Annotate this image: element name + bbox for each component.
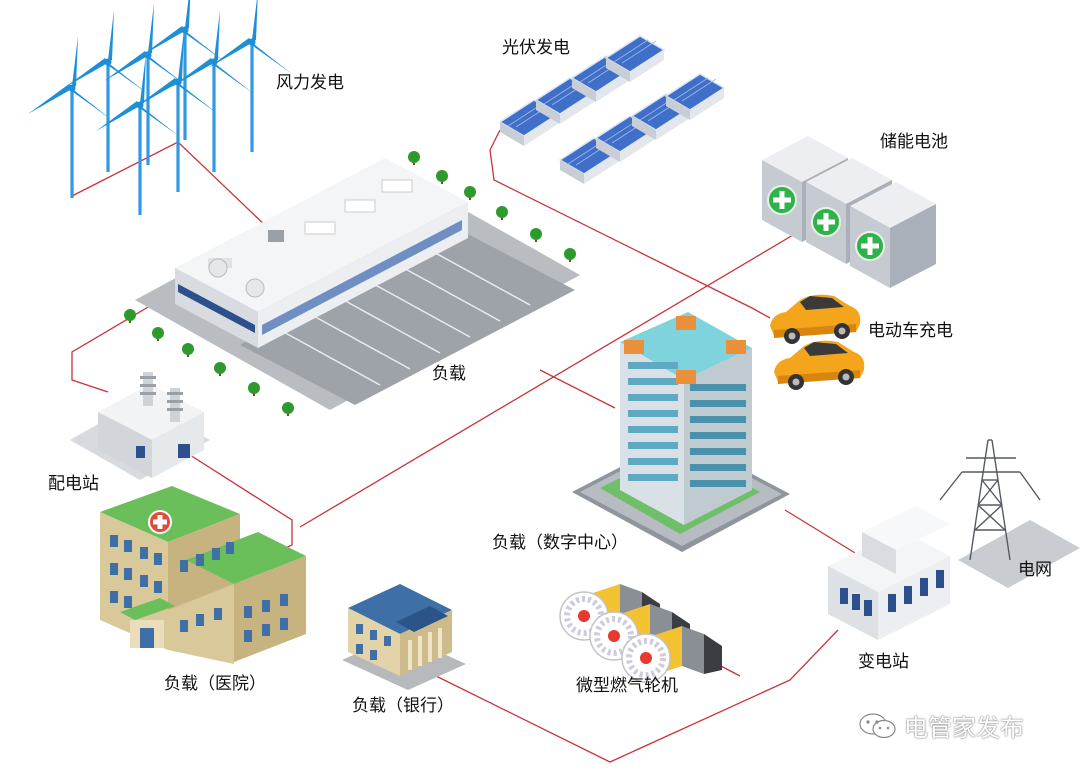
substation-building [828, 506, 950, 640]
datacenter-building [572, 312, 790, 552]
hospital-building [100, 486, 306, 664]
wind-turbines [28, 0, 292, 215]
label-substation: 变电站 [858, 652, 909, 672]
label-storage-battery: 储能电池 [880, 132, 948, 152]
label-solar-power: 光伏发电 [502, 38, 570, 58]
bank-building [342, 584, 466, 690]
storage-batteries [761, 135, 937, 289]
label-load-datacenter: 负载（数字中心） [492, 533, 628, 553]
watermark-text: 电管家发布 [904, 714, 1024, 742]
factory-building [124, 151, 580, 416]
label-load-factory: 负载 [432, 364, 466, 384]
label-load-bank: 负载（银行） [352, 696, 454, 716]
watermark: 电管家发布 [858, 708, 1024, 743]
wechat-icon [859, 712, 896, 738]
connection-lines [71, 129, 861, 763]
grid-tower [939, 439, 1080, 588]
ev-cars [770, 294, 865, 390]
solar-panels [499, 35, 725, 185]
label-micro-gas-turbine: 微型燃气轮机 [576, 676, 678, 696]
label-ev-charging: 电动车充电 [868, 321, 953, 341]
micro-gas-turbines [560, 584, 722, 682]
label-power-grid: 电网 [1018, 560, 1052, 580]
label-load-hospital: 负载（医院） [164, 674, 266, 694]
distribution-station [70, 372, 210, 480]
label-wind-power: 风力发电 [276, 73, 344, 93]
label-distribution-station: 配电站 [48, 474, 99, 494]
